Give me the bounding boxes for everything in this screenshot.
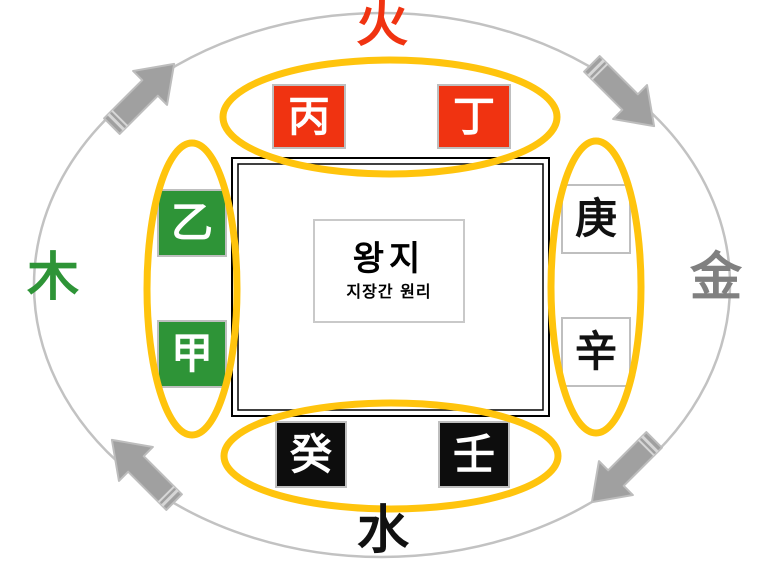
- element-glyph: 火: [355, 0, 408, 54]
- outer-cycle-ellipse: [32, 11, 732, 559]
- element-glyph: 木: [26, 247, 79, 308]
- cell-glyph: 壬: [452, 429, 495, 479]
- highlight-ellipse-wood: [143, 139, 241, 439]
- cell-ren[interactable]: 壬: [438, 421, 510, 488]
- element-label-water: 水: [343, 505, 423, 557]
- element-label-fire: 火: [342, 0, 422, 50]
- page-title: 왕지: [352, 239, 426, 280]
- highlight-ellipse-metal: [547, 137, 645, 437]
- cell-glyph: 乙: [170, 198, 213, 247]
- center-label-box: 왕지 지장간 원리: [313, 219, 465, 323]
- page-subtitle: 지장간 원리: [346, 281, 432, 301]
- cell-gui[interactable]: 癸: [275, 421, 347, 488]
- cell-glyph: 丁: [452, 91, 495, 141]
- element-label-wood: 木: [13, 252, 93, 304]
- cell-glyph: 辛: [574, 327, 617, 376]
- cell-glyph: 甲: [170, 329, 213, 378]
- cell-yi[interactable]: 乙: [157, 189, 227, 257]
- cell-xin[interactable]: 辛: [561, 317, 631, 387]
- arrow-top-right: [583, 55, 656, 128]
- arrow-bottom-right: [590, 431, 663, 504]
- cell-glyph: 癸: [289, 429, 332, 479]
- cell-geng[interactable]: 庚: [561, 184, 631, 254]
- arrow-bottom-left: [110, 438, 183, 511]
- highlight-ellipse-water: [220, 399, 562, 513]
- cell-bing[interactable]: 丙: [272, 84, 346, 149]
- highlight-ellipse-fire: [219, 56, 561, 178]
- cell-glyph: 庚: [574, 194, 617, 243]
- element-glyph: 水: [356, 500, 409, 561]
- cell-jia[interactable]: 甲: [157, 320, 227, 388]
- arrow-top-left: [103, 62, 176, 135]
- element-label-metal: 金: [676, 252, 756, 304]
- cell-glyph: 丙: [287, 91, 330, 141]
- element-glyph: 金: [689, 247, 742, 308]
- cell-ding[interactable]: 丁: [437, 84, 511, 149]
